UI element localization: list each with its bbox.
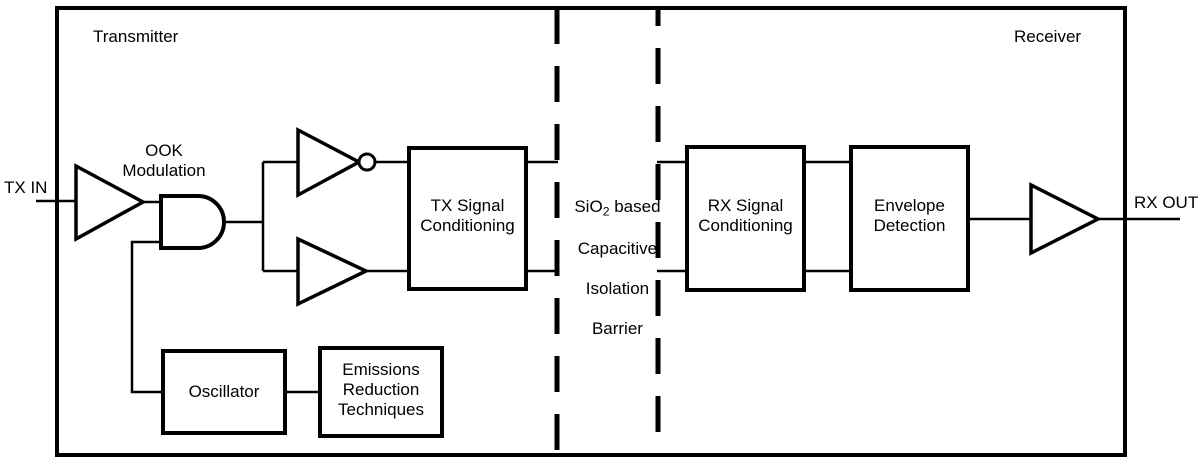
barrier-line-1: SiO2 based: [574, 197, 661, 219]
section-title-transmitter: Transmitter: [93, 27, 179, 46]
inverter-icon: [296, 127, 363, 198]
barrier-line-4: Barrier: [591, 319, 643, 339]
barrier-line-3: Isolation: [585, 279, 650, 299]
block-rx-signal-conditioning: [685, 145, 806, 292]
block-emissions-reduction: [318, 346, 444, 438]
input-buffer-icon: [74, 163, 147, 242]
output-buffer-icon: [1029, 182, 1102, 256]
block-tx-signal-conditioning: [407, 146, 528, 291]
and-gate-icon: [159, 194, 226, 250]
inverter-bubble-icon: [357, 152, 377, 172]
wire-oscillator-feedback: [130, 240, 164, 394]
driver-buffer-icon: [296, 236, 371, 307]
section-title-receiver: Receiver: [1014, 27, 1082, 46]
barrier-line-2: Capacitive: [577, 238, 658, 258]
barrier-label: SiO2 based Capacitive Isolation Barrier: [548, 177, 668, 359]
chip-outline: [55, 6, 1127, 457]
io-label-tx-in: TX IN: [4, 178, 48, 197]
block-envelope-detection: [849, 145, 970, 292]
io-label-rx-out: RX OUT: [1134, 193, 1199, 212]
block-label-oscillator: Oscillator: [188, 382, 260, 401]
